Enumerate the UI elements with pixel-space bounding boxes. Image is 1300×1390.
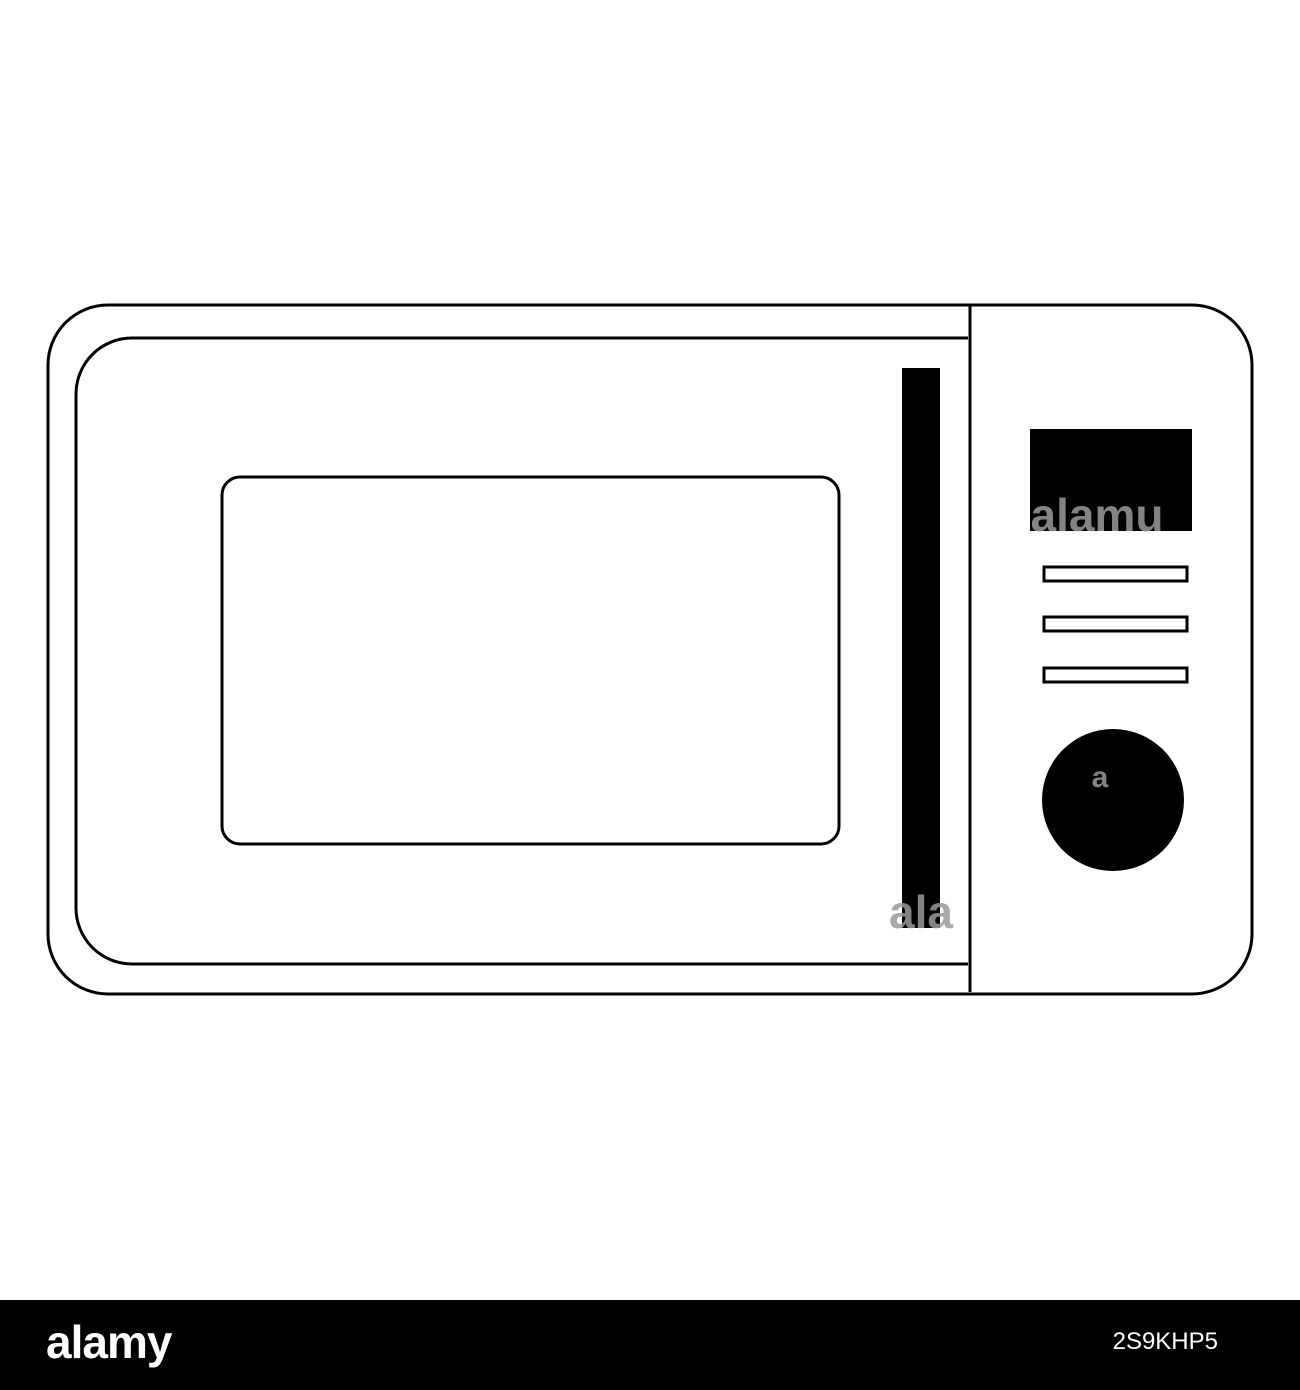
image-id: 2S9KHP5 (1112, 1328, 1218, 1355)
watermark-handle: ala (889, 886, 953, 938)
control-button-3 (1042, 666, 1189, 684)
microwave-illustration: alamu a ala (46, 303, 1254, 996)
watermark-knob: a (1092, 761, 1109, 794)
door-handle (902, 368, 940, 928)
control-display (1030, 429, 1192, 531)
footer-bar: alamy 2S9KHP5 (0, 1300, 1300, 1390)
watermark-display: alamu (1031, 489, 1164, 541)
control-button-1 (1042, 565, 1189, 583)
control-button-2 (1042, 615, 1189, 633)
door-window (220, 475, 841, 846)
alamy-logo: alamy (46, 1316, 172, 1368)
control-knob (1042, 729, 1184, 871)
